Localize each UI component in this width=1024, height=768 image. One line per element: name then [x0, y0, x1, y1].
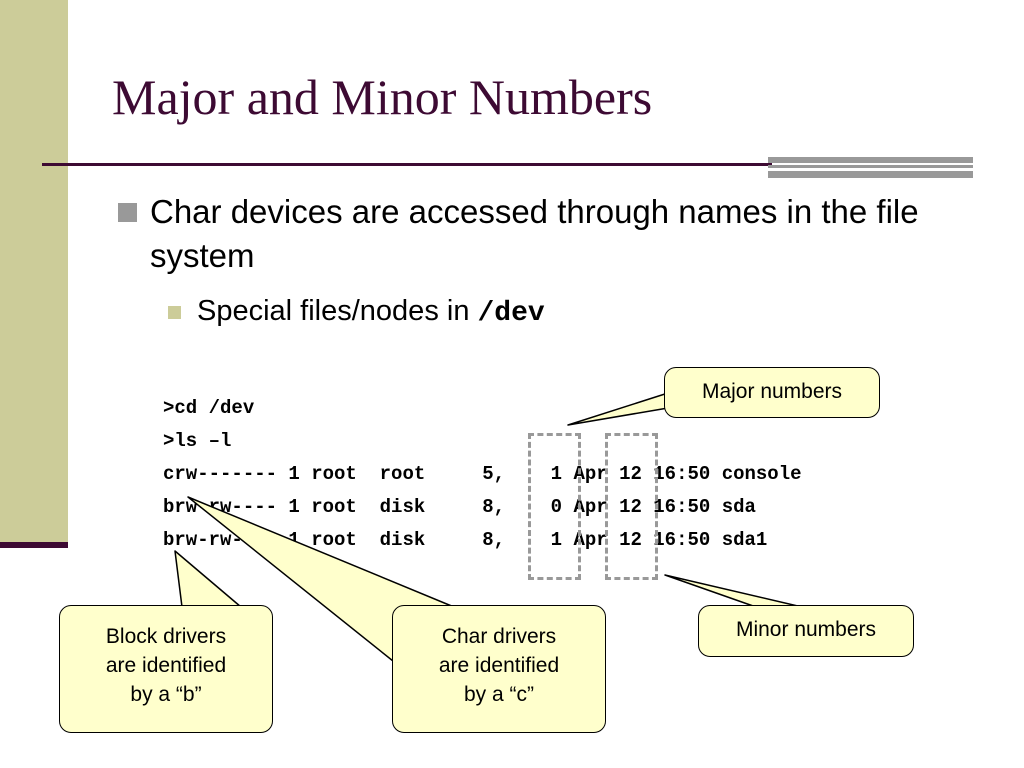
terminal-line: brw-rw---- 1 root disk 8, 1 Apr 12 16:50…: [163, 529, 768, 551]
callout-text: Char drivers: [441, 625, 557, 648]
bullet-level-1: Char devices are accessed through names …: [118, 190, 968, 278]
sidebar-accent: [0, 0, 68, 548]
minor-numbers-callout: Minor numbers: [698, 605, 914, 657]
callout-text: are identified: [438, 654, 560, 677]
terminal-line: crw------- 1 root root 5, 1 Apr 12 16:50…: [163, 463, 802, 485]
sidebar-accent-cap: [0, 542, 68, 548]
callout-text: Minor numbers: [735, 618, 877, 641]
callout-text: by a “b”: [130, 683, 202, 706]
square-bullet-icon: [118, 203, 137, 222]
bullet-text: Char devices are accessed through names …: [150, 193, 919, 274]
decorative-bars: [768, 157, 973, 179]
callout-text: Block drivers: [105, 625, 227, 648]
terminal-line: brw-rw---- 1 root disk 8, 0 Apr 12 16:50…: [163, 496, 756, 518]
terminal-line: >ls –l: [163, 430, 232, 452]
major-number-highlight: [528, 433, 581, 580]
square-bullet-icon: [168, 306, 181, 319]
callout-text: are identified: [105, 654, 227, 677]
major-numbers-callout: Major numbers: [664, 367, 880, 418]
bullet-text: Special files/nodes in /dev: [197, 295, 545, 329]
bullet-text-prefix: Special files/nodes in: [197, 295, 478, 327]
char-drivers-callout: Char drivers are identified by a “c”: [392, 605, 606, 733]
block-drivers-callout: Block drivers are identified by a “b”: [59, 605, 273, 733]
callout-text: Major numbers: [701, 380, 843, 403]
title-underline: [42, 163, 772, 166]
callout-text: by a “c”: [463, 683, 534, 706]
dev-path-code: /dev: [477, 298, 545, 329]
slide-title: Major and Minor Numbers: [112, 69, 653, 125]
bullet-level-2: Special files/nodes in /dev: [168, 291, 545, 334]
terminal-line: >cd /dev: [163, 397, 255, 419]
minor-number-highlight: [605, 433, 658, 580]
